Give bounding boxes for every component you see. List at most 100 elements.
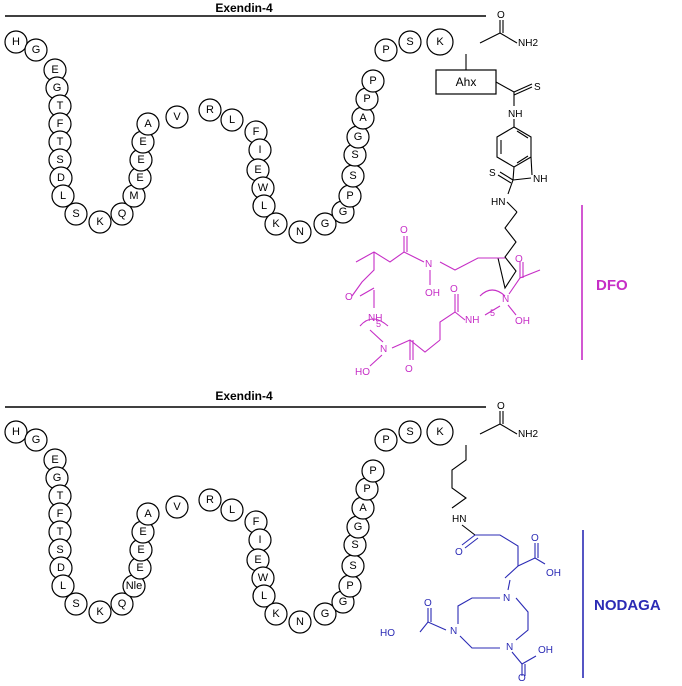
dfo-nh2: NH: [465, 315, 479, 326]
residue-label: S: [351, 149, 358, 161]
linker-hn: HN: [491, 197, 505, 208]
residue-label: F: [253, 516, 260, 528]
nodaga-ho: HO: [380, 628, 395, 639]
residue-label: V: [173, 111, 181, 123]
residue-circle: [24, 428, 48, 452]
linker-hn-bottom: HN: [452, 514, 466, 525]
residue-label: S: [349, 170, 356, 182]
residue-circle: [136, 502, 160, 526]
residue-circle: [288, 610, 312, 634]
residue-label: T: [57, 136, 64, 148]
dfo-o1: O: [400, 225, 408, 236]
residue-label: S: [406, 426, 413, 438]
residue-label: F: [57, 508, 64, 520]
thiourea-nh: NH: [508, 109, 522, 120]
residue-circle: [198, 98, 222, 122]
residue-label: W: [258, 572, 269, 584]
residue-label: E: [254, 164, 261, 176]
residue-label: E: [139, 136, 146, 148]
residue-circle: [288, 220, 312, 244]
residue-circle: [361, 459, 385, 483]
amide-nh2-bottom: NH2: [518, 429, 538, 440]
residue-label: H: [12, 36, 20, 48]
peptide-sequence-bottom: HGEGTFTSDLSKQNleEEEAVRLFIEWLKNGGPSSGAPPP…: [4, 418, 454, 634]
residue-circle: [220, 108, 244, 132]
residue-circle: [426, 28, 454, 56]
residue-label: A: [144, 508, 152, 520]
nodaga-label: NODAGA: [594, 597, 661, 614]
residue-label: N: [296, 226, 304, 238]
nodaga-n3: N: [506, 642, 513, 653]
residue-circle: [426, 418, 454, 446]
residue-circle: [64, 592, 88, 616]
residue-circle: [374, 38, 398, 62]
residue-label: P: [346, 190, 353, 202]
dfo-repeat-5a: 5: [376, 319, 381, 329]
residue-label: L: [60, 190, 66, 202]
residue-label: E: [254, 554, 261, 566]
residue-label: T: [57, 100, 64, 112]
amide-nh2-top: NH2: [518, 38, 538, 49]
residue-label: N: [296, 616, 304, 628]
residue-label: E: [137, 154, 144, 166]
residue-label: G: [53, 472, 62, 484]
thio-sulfur: S: [534, 82, 541, 93]
residue-label: L: [229, 504, 235, 516]
residue-label: K: [436, 36, 444, 48]
residue-circle: [88, 600, 112, 624]
residue-label: R: [206, 494, 214, 506]
dfo-ho: HO: [355, 367, 370, 378]
ring-sulfur: S: [489, 168, 496, 179]
residue-label: G: [354, 131, 363, 143]
ahx-box: [435, 69, 497, 95]
residue-label: P: [363, 93, 370, 105]
panel-bottom-title: Exendin-4: [215, 389, 273, 403]
residue-label: F: [57, 118, 64, 130]
ahx-linker: Ahx S NH NH S HN: [435, 54, 547, 290]
residue-circle: [313, 602, 337, 626]
residue-label: P: [369, 465, 376, 477]
residue-label: E: [136, 172, 143, 184]
residue-label: L: [60, 580, 66, 592]
residue-circle: [110, 202, 134, 226]
residue-label: A: [144, 118, 152, 130]
residue-label: G: [32, 434, 41, 446]
residue-label: K: [272, 218, 280, 230]
amide-oxygen-top: O: [497, 10, 505, 21]
dfo-n1: N: [425, 259, 432, 270]
nodaga-o4: O: [518, 673, 526, 681]
residue-label: L: [261, 200, 267, 212]
residue-label: S: [56, 154, 63, 166]
residue-label: E: [136, 562, 143, 574]
residue-label: G: [354, 521, 363, 533]
residue-circle: [398, 30, 422, 54]
residue-label: V: [173, 501, 181, 513]
residue-circle: [110, 592, 134, 616]
nodaga-n1: N: [503, 593, 510, 604]
c-terminal-amide-bottom: O NH2: [479, 401, 538, 440]
residue-label: P: [369, 75, 376, 87]
dfo-oh1: OH: [425, 288, 440, 299]
residue-label: W: [258, 182, 269, 194]
nodaga-o3: O: [424, 598, 432, 609]
residue-label: D: [57, 562, 65, 574]
residue-label: K: [96, 216, 104, 228]
residue-circle: [264, 212, 288, 236]
residue-circle: [264, 602, 288, 626]
residue-label: Q: [118, 598, 127, 610]
dfo-o3: O: [405, 364, 413, 375]
residue-label: P: [346, 580, 353, 592]
residue-label: G: [339, 206, 348, 218]
residue-label: S: [351, 539, 358, 551]
dfo-n2: N: [380, 344, 387, 355]
residue-circle: [165, 495, 189, 519]
dfo-label: DFO: [596, 277, 628, 294]
residue-label: G: [32, 44, 41, 56]
dfo-chelator: N OH O O NH 5 N HO O O NH: [345, 225, 541, 378]
residue-circle: [51, 184, 75, 208]
dfo-o5: O: [515, 254, 523, 265]
residue-circle: [24, 38, 48, 62]
